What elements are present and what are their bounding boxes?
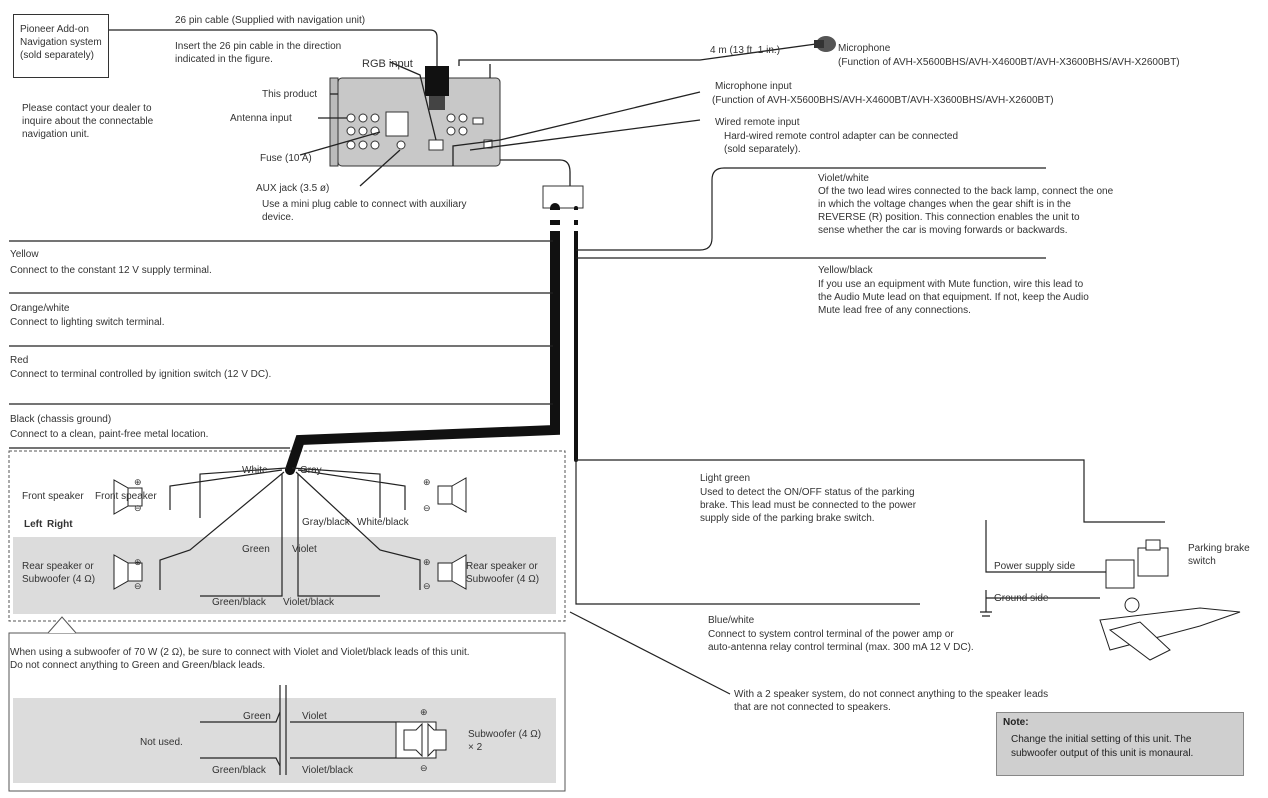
yellow-lead-label: Yellow bbox=[10, 249, 39, 260]
wired-remote-label: Wired remote input bbox=[715, 117, 800, 128]
blue-white-label: Blue/white bbox=[708, 615, 755, 626]
minus-fr: ⊖ bbox=[423, 503, 431, 513]
rear-speaker-left bbox=[113, 554, 143, 590]
rear-speaker-right bbox=[437, 554, 467, 590]
violet-white-label: Violet/white bbox=[818, 173, 869, 184]
subwoofer-note-text: When using a subwoofer of 70 W (2 Ω), be… bbox=[10, 647, 470, 671]
ground-side-label: Ground side bbox=[994, 593, 1049, 604]
plus-rr: ⊕ bbox=[423, 557, 431, 567]
note-body: Change the initial setting of this unit.… bbox=[1011, 734, 1194, 759]
cable-26pin-label: 26 pin cable (Supplied with navigation u… bbox=[175, 15, 366, 26]
aux-jack-label: AUX jack (3.5 ø) bbox=[256, 183, 330, 194]
yellow-black-label: Yellow/black bbox=[818, 265, 873, 276]
white-wire-label: White bbox=[242, 465, 268, 476]
speaker-section-box bbox=[8, 450, 566, 622]
microphone-input-label: Microphone input bbox=[715, 81, 792, 92]
navigation-contact-text: Please contact your dealer to inquire ab… bbox=[22, 103, 154, 140]
violet-white-desc: Of the two lead wires connected to the b… bbox=[818, 186, 1114, 236]
green-black-wire-label: Green/black bbox=[212, 597, 266, 608]
sub-violet-label: Violet bbox=[302, 711, 327, 722]
plus-fl: ⊕ bbox=[134, 477, 142, 487]
note-title: Note: bbox=[1003, 717, 1029, 728]
navigation-system-label: Pioneer Add-on Navigation system (sold s… bbox=[20, 24, 102, 61]
microphone-length-label: 4 m (13 ft. 1 in.) bbox=[710, 45, 781, 56]
rear-speaker-right-label: Rear speaker or Subwoofer (4 Ω) bbox=[466, 561, 540, 585]
microphone-label: Microphone bbox=[838, 43, 891, 54]
yellow-lead-desc: Connect to the constant 12 V supply term… bbox=[10, 265, 212, 276]
front-speaker-left bbox=[113, 479, 143, 515]
microphone-function-text: (Function of AVH-X5600BHS/AVH-X4600BT/AV… bbox=[838, 57, 1180, 68]
plus-rl: ⊕ bbox=[134, 557, 142, 567]
red-lead-desc: Connect to terminal controlled by igniti… bbox=[10, 369, 272, 380]
green-wire-label: Green bbox=[242, 544, 270, 555]
microphone-input-function-text: (Function of AVH-X5600BHS/AVH-X4600BT/AV… bbox=[712, 95, 1054, 106]
right-label: Right bbox=[47, 519, 73, 530]
black-lead-desc: Connect to a clean, paint-free metal loc… bbox=[10, 429, 209, 440]
harness-connector bbox=[542, 185, 584, 209]
cable-insert-text: Insert the 26 pin cable in the direction… bbox=[175, 41, 342, 65]
navigation-system-box: Pioneer Add-on Navigation system (sold s… bbox=[13, 14, 109, 78]
aux-jack-desc: Use a mini plug cable to connect with au… bbox=[262, 199, 467, 223]
blue-white-desc: Connect to system control terminal of th… bbox=[708, 629, 974, 653]
head-unit bbox=[329, 66, 501, 167]
this-product-label: This product bbox=[262, 89, 318, 100]
sub-green-black-label: Green/black bbox=[212, 765, 266, 776]
rgb-input-label: RGB input bbox=[362, 58, 413, 70]
red-lead-label: Red bbox=[10, 355, 29, 366]
front-speaker-right bbox=[437, 477, 467, 513]
subwoofer-note-box bbox=[8, 632, 566, 792]
sub-green-label: Green bbox=[243, 711, 271, 722]
orange-white-lead-desc: Connect to lighting switch terminal. bbox=[10, 317, 165, 328]
two-speaker-note: With a 2 speaker system, do not connect … bbox=[734, 689, 1049, 713]
front-speaker-label-repeat: Front speaker bbox=[95, 491, 157, 502]
front-speaker-label: Front speaker bbox=[22, 491, 84, 502]
violet-black-wire-label: Violet/black bbox=[283, 597, 334, 608]
plus-sub: ⊕ bbox=[420, 707, 428, 717]
minus-rl: ⊖ bbox=[134, 581, 142, 591]
gray-wire-label: Gray bbox=[300, 465, 322, 476]
violet-wire-label: Violet bbox=[292, 544, 317, 555]
subwoofer-panel bbox=[13, 698, 556, 783]
not-used-label: Not used. bbox=[140, 737, 183, 748]
subwoofer-label: Subwoofer (4 Ω) × 2 bbox=[468, 729, 542, 753]
parking-brake-switch-icon bbox=[1099, 539, 1241, 661]
black-lead-label: Black (chassis ground) bbox=[10, 414, 112, 425]
power-supply-side-label: Power supply side bbox=[994, 561, 1076, 572]
fuse-label: Fuse (10 A) bbox=[260, 153, 312, 164]
light-green-desc: Used to detect the ON/OFF status of the … bbox=[700, 487, 917, 524]
rear-speaker-left-label: Rear speaker or Subwoofer (4 Ω) bbox=[22, 561, 96, 585]
sub-violet-black-label: Violet/black bbox=[302, 765, 353, 776]
microphone-icon bbox=[814, 36, 836, 52]
subwoofer-icon bbox=[395, 721, 447, 759]
minus-fl: ⊖ bbox=[134, 503, 142, 513]
minus-sub: ⊖ bbox=[420, 763, 428, 773]
left-label: Left bbox=[24, 519, 43, 530]
parking-brake-label: Parking brake switch bbox=[1188, 543, 1250, 567]
light-green-label: Light green bbox=[700, 473, 751, 484]
plus-fr: ⊕ bbox=[423, 477, 431, 487]
note-box: Note: Change the initial setting of this… bbox=[996, 712, 1244, 776]
wired-remote-desc: Hard-wired remote control adapter can be… bbox=[724, 131, 959, 155]
orange-white-lead-label: Orange/white bbox=[10, 303, 70, 314]
minus-rr: ⊖ bbox=[423, 581, 431, 591]
yellow-black-desc: If you use an equipment with Mute functi… bbox=[818, 279, 1089, 316]
gray-black-wire-label: Gray/black bbox=[302, 517, 350, 528]
white-black-wire-label: White/black bbox=[357, 517, 409, 528]
antenna-input-label: Antenna input bbox=[230, 113, 292, 124]
